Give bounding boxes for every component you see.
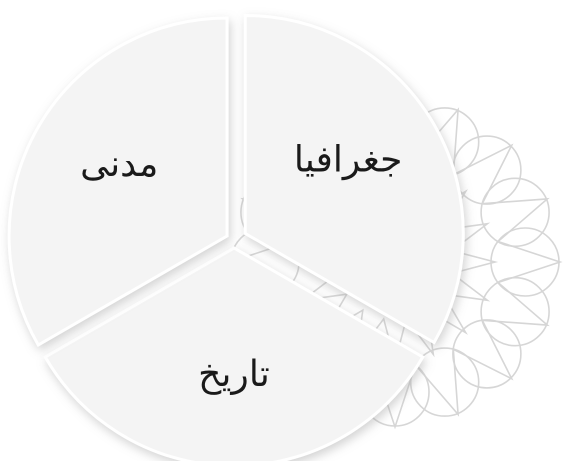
watermark-petal [491,228,559,296]
slice-label-civics: مدنی [80,144,158,185]
slice-label-history: تاریخ [198,354,270,395]
slice-label-geography: جغرافیا [294,140,403,181]
